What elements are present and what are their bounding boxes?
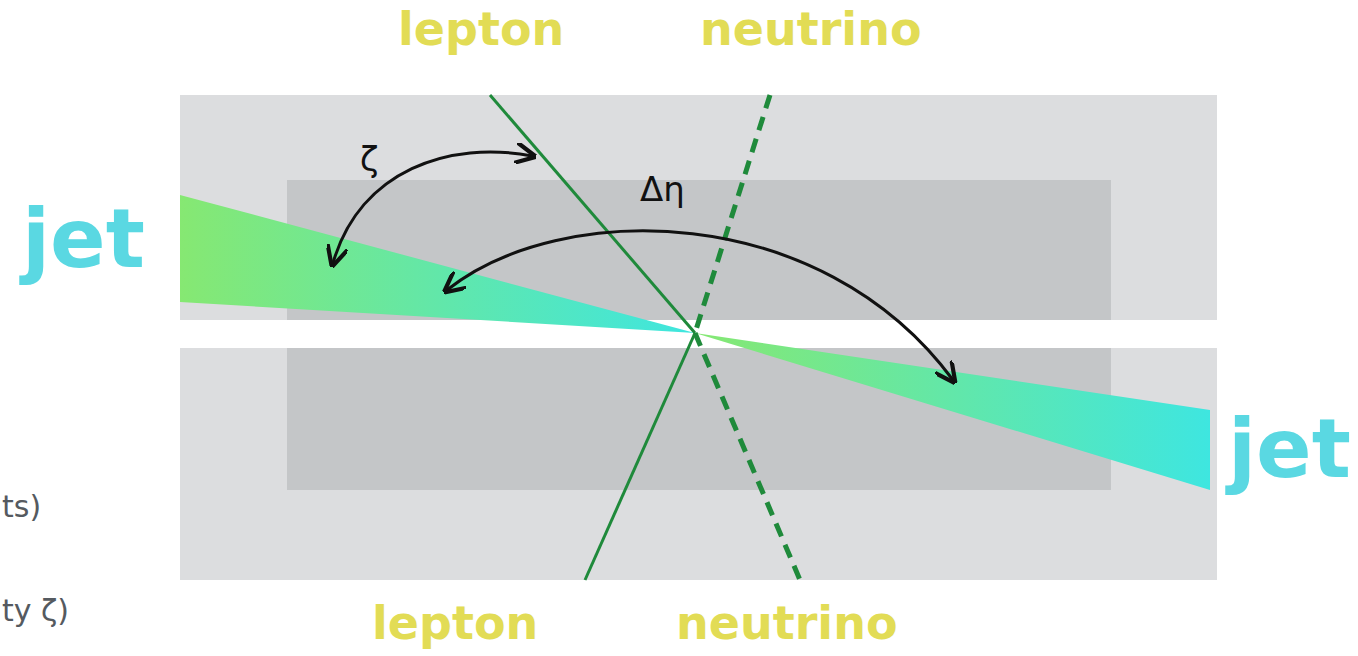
angle-label: Δη — [640, 172, 685, 206]
jet-label: jet — [22, 198, 145, 280]
particle-label: lepton — [372, 600, 538, 646]
particle-label: neutrino — [700, 6, 922, 52]
angle-arc — [447, 231, 953, 380]
jet-cone — [695, 333, 1210, 490]
neutrino-track — [695, 333, 800, 580]
lepton-track — [585, 333, 695, 580]
cut-text: ts) — [2, 492, 41, 522]
jet-cone — [180, 195, 695, 333]
lepton-track — [490, 95, 695, 333]
outer-detector — [180, 348, 1217, 580]
particle-label: lepton — [398, 6, 564, 52]
angle-label: ζ — [360, 142, 379, 176]
particle-label: neutrino — [676, 600, 898, 646]
neutrino-track — [695, 95, 770, 333]
cut-text: ty ζ) — [2, 596, 69, 626]
jet-label: jet — [1228, 408, 1351, 490]
